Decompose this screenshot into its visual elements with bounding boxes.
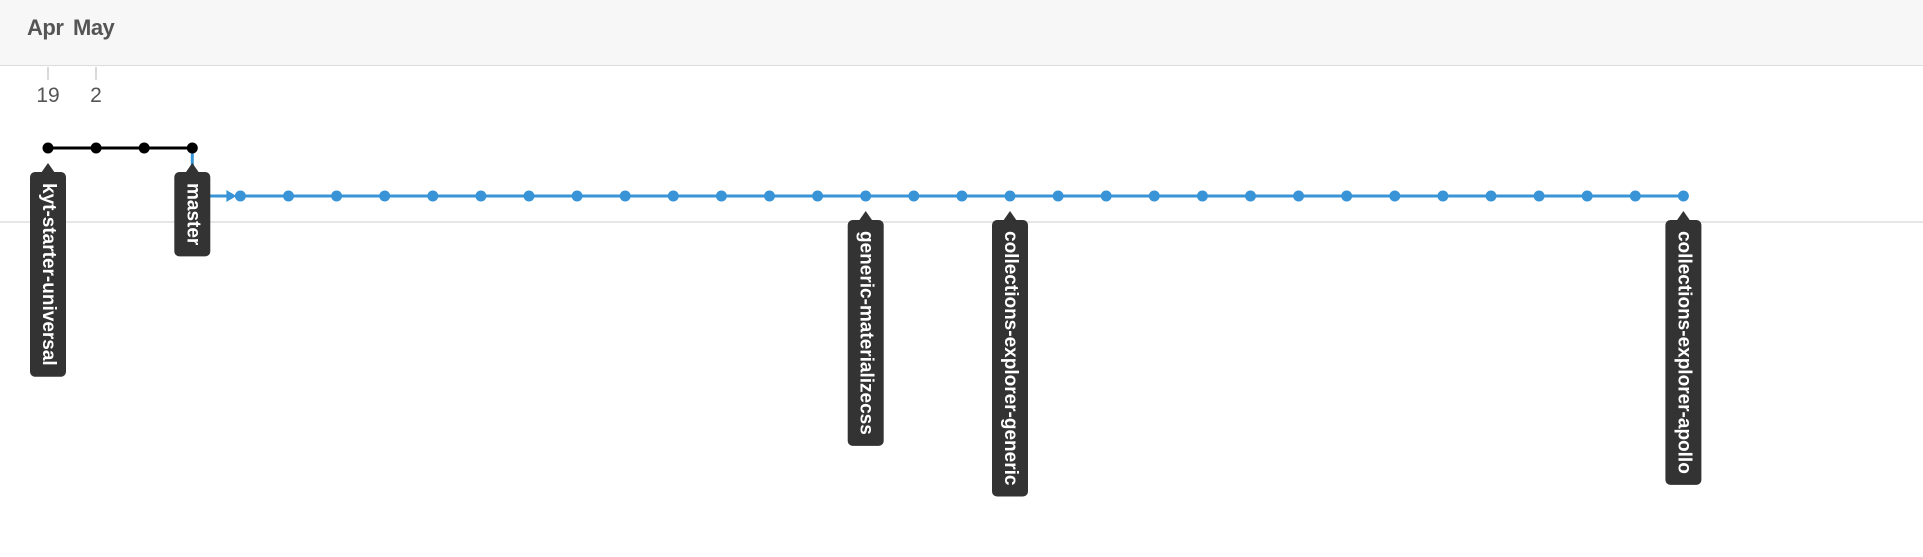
commit-dot-secondary[interactable] bbox=[1581, 190, 1593, 202]
branch-label-box bbox=[30, 172, 66, 377]
branch-label-text: master bbox=[182, 183, 203, 246]
commit-dot-secondary[interactable] bbox=[1052, 190, 1064, 202]
commit-dot-primary[interactable] bbox=[42, 142, 54, 154]
commit-dot-secondary[interactable] bbox=[379, 190, 391, 202]
commit-dot-primary[interactable] bbox=[90, 142, 102, 154]
commit-dot-secondary[interactable] bbox=[571, 190, 583, 202]
month-label-apr: Apr bbox=[27, 15, 64, 40]
timeline-header: Apr May bbox=[0, 0, 1923, 66]
commit-dot-secondary[interactable] bbox=[1148, 190, 1160, 202]
commit-dot-secondary[interactable] bbox=[1004, 190, 1016, 202]
commit-dot-secondary[interactable] bbox=[619, 190, 631, 202]
branch-label-pointer bbox=[1676, 211, 1691, 221]
branch-label-box bbox=[1665, 220, 1702, 485]
merge-arrowhead bbox=[226, 190, 237, 202]
commit-dot-secondary[interactable] bbox=[1485, 190, 1497, 202]
branch-label-pointer bbox=[1003, 211, 1017, 221]
day-label-2: 2 bbox=[90, 84, 102, 107]
month-label-may: May bbox=[73, 15, 115, 40]
commit-dot-secondary[interactable] bbox=[1389, 190, 1401, 202]
commit-dot-secondary[interactable] bbox=[1677, 190, 1689, 202]
branch-label-box bbox=[992, 220, 1028, 497]
commit-dot-secondary[interactable] bbox=[812, 190, 824, 202]
branch-label-box bbox=[847, 220, 884, 446]
branch-label-text: collections-explorer-apollo bbox=[1673, 231, 1694, 474]
commit-dot-primary[interactable] bbox=[138, 142, 150, 154]
commit-dot-secondary[interactable] bbox=[1196, 190, 1208, 202]
branch-label-collections-explorer-apollo[interactable]: collections-explorer-apollo bbox=[1665, 211, 1702, 485]
branch-label-pointer bbox=[185, 163, 200, 173]
branch-label-kyt-starter-universal[interactable]: kyt-starter-universal bbox=[30, 163, 66, 377]
branch-label-master[interactable]: master bbox=[174, 163, 211, 257]
commit-dot-secondary[interactable] bbox=[1533, 190, 1545, 202]
branch-label-text: collections-explorer-generic bbox=[1000, 231, 1021, 486]
commit-dot-primary[interactable] bbox=[186, 142, 198, 154]
commit-dot-secondary[interactable] bbox=[1437, 190, 1449, 202]
branch-label-pointer bbox=[858, 211, 873, 221]
commit-dot-secondary[interactable] bbox=[283, 190, 294, 202]
branch-label-box bbox=[174, 172, 211, 257]
branch-label-pointer bbox=[41, 163, 55, 173]
commit-dot-secondary[interactable] bbox=[1245, 190, 1256, 202]
commit-dot-secondary[interactable] bbox=[523, 190, 535, 202]
commit-dot-secondary[interactable] bbox=[331, 190, 343, 202]
branch-labels: kyt-starter-universal master generic-mater… bbox=[30, 163, 1702, 497]
commit-dot-secondary[interactable] bbox=[956, 190, 968, 202]
commit-dot-secondary[interactable] bbox=[715, 190, 727, 202]
commit-dot-secondary[interactable] bbox=[667, 190, 679, 202]
commit-dot-secondary[interactable] bbox=[475, 190, 487, 202]
branch-label-collections-explorer-generic[interactable]: collections-explorer-generic bbox=[992, 211, 1028, 497]
day-label-19: 19 bbox=[36, 84, 59, 107]
branch-label-text: generic-materializecss bbox=[856, 231, 877, 435]
branch-label-text: kyt-starter-universal bbox=[38, 183, 59, 366]
branch-label-generic-materializecss[interactable]: generic-materializecss bbox=[847, 211, 884, 446]
commit-dot-secondary[interactable] bbox=[1629, 190, 1641, 202]
commit-dot-secondary[interactable] bbox=[1100, 190, 1112, 202]
commit-dot-secondary[interactable] bbox=[1341, 190, 1353, 202]
commit-dot-secondary[interactable] bbox=[234, 190, 246, 202]
commit-dot-secondary[interactable] bbox=[764, 190, 775, 202]
commit-dot-secondary[interactable] bbox=[427, 190, 439, 202]
commit-dot-secondary[interactable] bbox=[860, 190, 872, 202]
commit-dots bbox=[42, 142, 1689, 202]
commit-dot-secondary[interactable] bbox=[908, 190, 920, 202]
commit-dot-secondary[interactable] bbox=[1293, 190, 1305, 202]
